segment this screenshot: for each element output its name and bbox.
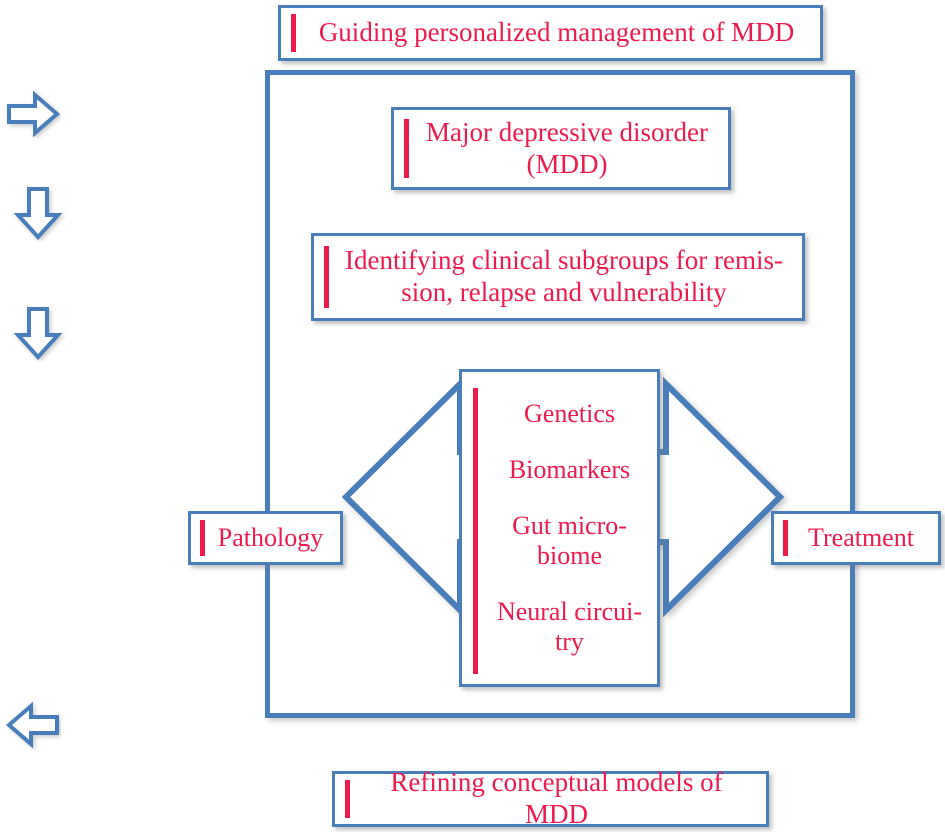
accent-bar [200,519,205,557]
accent-bar [783,519,788,557]
arrow-down-icon [13,187,63,240]
arrow-left-icon [5,701,59,749]
arrow-down-icon [13,307,63,360]
accent-bar [324,245,329,309]
accent-bar [404,119,409,178]
box-refining-conceptual-models: Refining conceptual models of MDD [332,767,769,829]
box-pathology: Pathology [188,511,343,565]
box-treatment: Treatment [771,511,941,565]
accent-bar [291,14,296,52]
box-guiding-personalized-management: Guiding personalized management of MDD [278,5,823,61]
list-item: Genetics [524,398,615,428]
box-guiding-personalized-management-label: Guiding personalized management of MDD [318,17,795,48]
box-treatment-label: Treatment [808,522,914,552]
list-item: Neural circui- try [496,596,643,656]
arrow-right-icon [7,90,61,138]
box-identifying-clinical-subgroups-label: Identifying clinical subgroups for remis… [345,245,783,307]
list-item: Biomarkers [508,454,631,484]
accent-bar [473,388,478,674]
box-pathology-label: Pathology [217,522,324,552]
box-major-depressive-disorder-label: Major depressive disorder (MDD) [426,116,708,179]
biological-domains-list: Genetics Biomarkers Gut micro- biome Neu… [484,372,655,684]
accent-bar [345,780,350,818]
box-refining-conceptual-models-label: Refining conceptual models of MDD [390,767,723,829]
box-biological-domains: Genetics Biomarkers Gut micro- biome Neu… [459,369,660,687]
box-identifying-clinical-subgroups: Identifying clinical subgroups for remis… [311,233,805,321]
box-major-depressive-disorder: Major depressive disorder (MDD) [391,107,731,190]
list-item: Gut micro- biome [512,510,627,570]
outer-frame [265,70,855,718]
